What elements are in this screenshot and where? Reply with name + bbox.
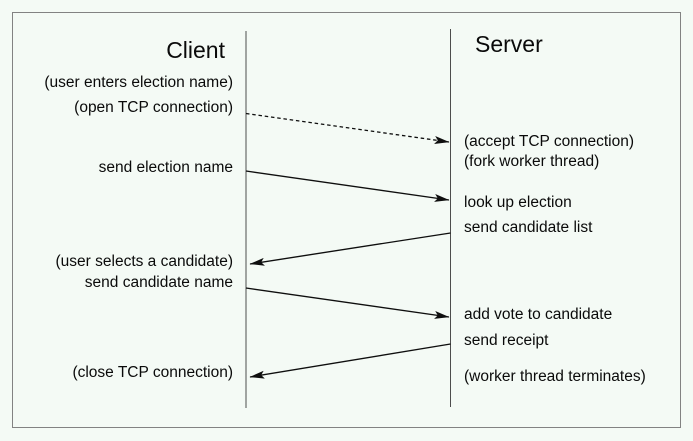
diagram-border: [12, 12, 681, 428]
client-annotation: (close TCP connection): [72, 364, 233, 381]
client-annotation: (open TCP connection): [74, 99, 233, 116]
server-annotation: send receipt: [464, 332, 549, 349]
server-annotation: look up election: [464, 194, 572, 211]
arrow-send-election-name: [245, 170, 450, 202]
client-annotation: (user selects a candidate): [55, 253, 233, 270]
arrow-send-receipt: [249, 343, 451, 379]
server-annotation: add vote to candidate: [464, 306, 613, 323]
server-annotation: (accept TCP connection): [464, 133, 635, 150]
client-annotation: send candidate name: [84, 274, 233, 291]
arrow-open-tcp-connection: [245, 112, 450, 144]
client-annotation: send election name: [98, 159, 233, 176]
client-annotation: (user enters election name): [44, 74, 233, 91]
arrow-send-candidate-list: [249, 232, 451, 266]
server-annotation: (worker thread terminates): [464, 368, 646, 385]
server-annotation: send candidate list: [464, 219, 593, 236]
arrow-send-candidate-name: [245, 287, 450, 319]
server-title: Server: [475, 31, 543, 57]
server-annotation: (fork worker thread): [464, 153, 600, 170]
client-title: Client: [166, 37, 225, 63]
